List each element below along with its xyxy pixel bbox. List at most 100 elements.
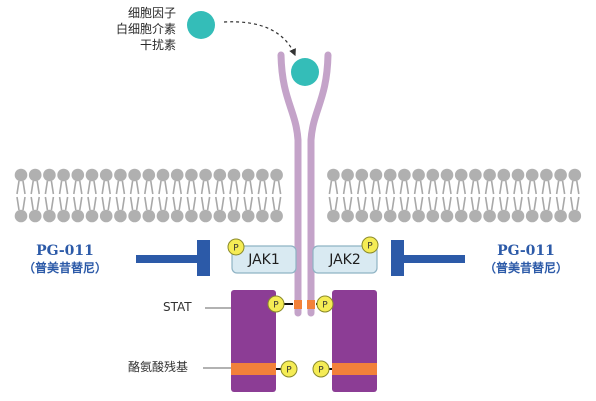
lipid-tail xyxy=(513,180,517,195)
lipid-tail xyxy=(277,180,282,195)
lipid-tail xyxy=(434,180,438,195)
lipid-head xyxy=(57,168,70,182)
lipid-tail xyxy=(135,196,140,211)
lipid-tail xyxy=(527,180,531,195)
lipid-head xyxy=(426,209,440,223)
lipid-head xyxy=(199,168,212,182)
lipid-tail xyxy=(348,196,353,211)
phosphate-jak2: P xyxy=(361,236,379,254)
drug-alias-left: （普美昔替尼） xyxy=(22,261,107,275)
lipid-head xyxy=(43,209,56,223)
lipid-head xyxy=(554,209,567,223)
lipid-head xyxy=(469,168,482,182)
lipid-tail xyxy=(357,180,361,195)
lipid-tail xyxy=(115,180,120,195)
lipid-tail xyxy=(456,180,460,195)
lipid-tail xyxy=(462,180,466,195)
lipid-tail xyxy=(93,180,97,195)
receptor-chain-right xyxy=(307,51,332,317)
lipid-tail xyxy=(391,180,395,195)
phosphate-stat-right-bottom: P xyxy=(312,360,330,378)
lipid-tail xyxy=(200,196,205,211)
lipid-tail xyxy=(150,196,154,211)
lipid-head xyxy=(241,168,255,182)
lipid-tail xyxy=(64,180,69,195)
lipid-tail xyxy=(570,196,574,211)
lipid-tail xyxy=(533,180,537,195)
lipid-tail xyxy=(79,180,83,195)
lipid-tail xyxy=(527,196,531,211)
lipid-head xyxy=(71,209,85,223)
lipid-tail xyxy=(342,180,347,195)
lipid-tail xyxy=(235,180,239,195)
lipid-tail xyxy=(470,196,475,211)
lipid-tail xyxy=(93,196,97,211)
lipid-tail xyxy=(442,196,446,211)
lipid-tail xyxy=(115,196,120,211)
lipid-tail xyxy=(519,196,523,211)
lipid-tail xyxy=(200,180,205,195)
lipid-head xyxy=(85,168,99,182)
lipid-tail xyxy=(334,180,339,195)
svg-text:P: P xyxy=(286,366,292,376)
lipid-tail xyxy=(235,196,239,211)
lipid-head xyxy=(525,209,539,223)
lipid-head xyxy=(383,209,397,223)
cytokine-ligand-free xyxy=(187,11,215,39)
jak2-label: JAK2 xyxy=(328,252,361,268)
lipid-head xyxy=(114,209,127,223)
lipid-tail xyxy=(64,196,69,211)
lipid-tail xyxy=(144,196,148,211)
lipid-tail xyxy=(405,180,410,195)
jak1-label: JAK1 xyxy=(247,252,280,268)
lipid-tail xyxy=(22,180,26,195)
lipid-head xyxy=(540,168,553,182)
lipid-tail xyxy=(561,196,566,211)
ligand-label-interferon: 干扰素 xyxy=(139,38,176,52)
lipid-tail xyxy=(36,196,40,211)
lipid-tail xyxy=(178,180,182,195)
lipid-tail xyxy=(377,196,381,211)
lipid-tail xyxy=(277,196,282,211)
lipid-tail xyxy=(221,180,225,195)
lipid-tail xyxy=(413,196,418,211)
lipid-tail xyxy=(158,196,162,211)
lipid-tail xyxy=(271,196,276,211)
lipid-head xyxy=(14,209,28,223)
lipid-head xyxy=(369,168,383,182)
lipid-head xyxy=(341,168,354,182)
lipid-tail xyxy=(391,196,395,211)
lipid-tail xyxy=(30,180,34,195)
lipid-tail xyxy=(363,180,367,195)
lipid-tail xyxy=(428,180,432,195)
receptor-tyrosine-right xyxy=(307,300,315,309)
lipid-tail xyxy=(505,180,509,195)
lipid-tail xyxy=(490,180,495,195)
lipid-tail xyxy=(206,180,211,195)
lipid-tail xyxy=(172,196,176,211)
drug-label-left: PG-011 （普美昔替尼） xyxy=(0,243,130,276)
lipid-head xyxy=(483,168,496,182)
lipid-head xyxy=(440,209,454,223)
lipid-tail xyxy=(129,196,134,211)
ligand-label-interleukin: 白细胞介素 xyxy=(115,22,176,36)
lipid-head xyxy=(327,168,340,182)
lipid-head xyxy=(185,209,198,223)
lipid-head xyxy=(511,209,525,223)
lipid-head xyxy=(114,168,127,182)
lipid-tail xyxy=(172,180,176,195)
lipid-tail xyxy=(221,196,225,211)
lipid-tail xyxy=(257,196,262,211)
lipid-tail xyxy=(178,196,182,211)
lipid-tail xyxy=(144,180,148,195)
lipid-head xyxy=(142,209,156,223)
lipid-head xyxy=(568,209,582,223)
lipid-tail xyxy=(87,180,91,195)
lipid-head xyxy=(554,168,567,182)
ligand-label-cytokine: 细胞因子 xyxy=(127,6,176,20)
lipid-tail xyxy=(470,180,475,195)
lipid-tail xyxy=(215,180,219,195)
lipid-tail xyxy=(164,180,168,195)
lipid-tail xyxy=(87,196,91,211)
lipid-tail xyxy=(442,180,446,195)
